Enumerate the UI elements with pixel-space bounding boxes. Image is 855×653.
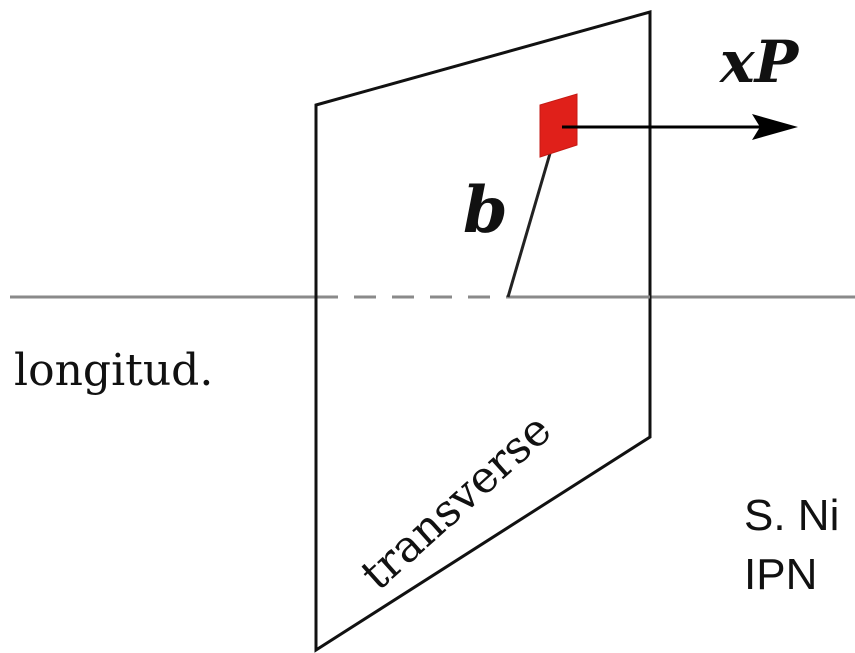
transverse-label: transverse — [351, 404, 561, 600]
momentum-label: xP — [718, 28, 800, 96]
credit-line-2: IPN — [744, 550, 817, 599]
parton-marker — [539, 93, 578, 158]
impact-parameter-label: b — [463, 173, 508, 248]
impact-parameter-line — [506, 149, 553, 298]
momentum-arrow-head — [752, 114, 798, 140]
longitudinal-label: longitud. — [14, 345, 213, 396]
transverse-plane — [314, 10, 652, 653]
credit-line-1: S. Ni — [744, 491, 839, 540]
